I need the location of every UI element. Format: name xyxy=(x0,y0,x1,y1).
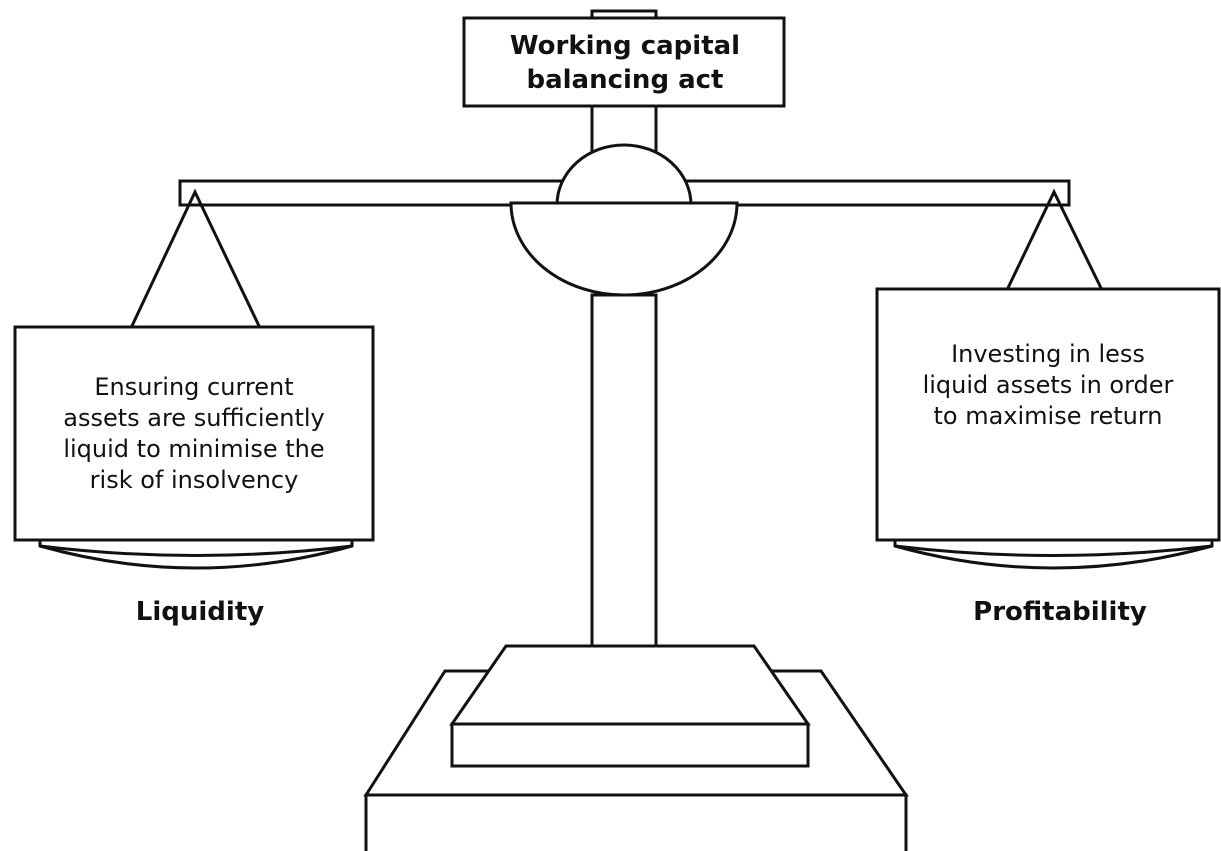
right-pan-hanger xyxy=(1005,188,1104,291)
pivot-bowl xyxy=(509,201,739,297)
liquidity-description: Ensuring current assets are sufficiently… xyxy=(63,373,325,494)
right-pan-box xyxy=(875,287,1221,542)
left-pan-hanger xyxy=(129,188,262,329)
liquidity-label: Liquidity xyxy=(135,597,265,627)
pivot-dome xyxy=(555,143,693,207)
diagram-title: Working capital balancing act xyxy=(509,31,741,95)
right-pan-dish xyxy=(893,538,1214,570)
left-pan-box xyxy=(13,325,375,542)
title-box xyxy=(462,16,786,108)
scale-post xyxy=(590,293,658,690)
base-lower-front xyxy=(364,793,908,851)
base-upper-front xyxy=(450,722,810,768)
profitability-description: Investing in less liquid assets in order… xyxy=(922,339,1174,430)
base-upper-top xyxy=(449,644,811,726)
profitability-label: Profitability xyxy=(973,597,1147,627)
left-pan-rim xyxy=(39,544,353,557)
right-pan-rim xyxy=(894,544,1213,557)
